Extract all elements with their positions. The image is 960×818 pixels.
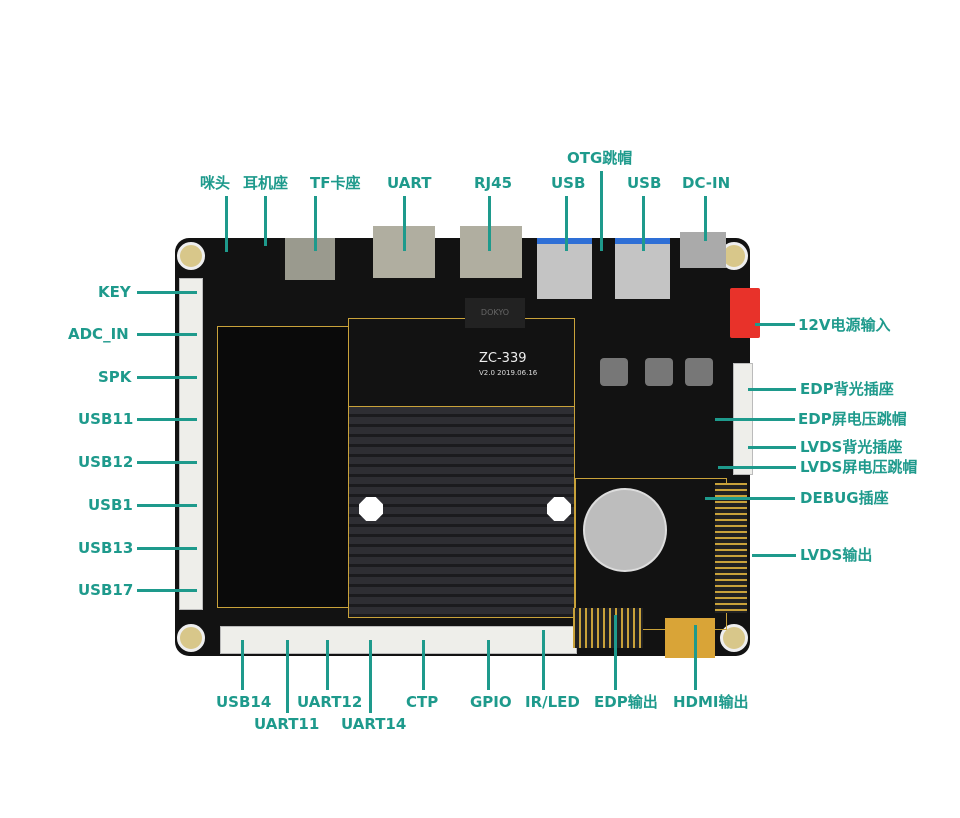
bottom-connector-strip: [220, 626, 577, 654]
label-usb1: USB1: [88, 496, 133, 514]
screw-hole: [547, 497, 571, 521]
leader-line: [286, 640, 289, 713]
lvds-header: [715, 483, 747, 613]
board-model: ZC-339: [479, 351, 527, 366]
leader-line: [715, 418, 795, 421]
leader-line: [565, 196, 568, 251]
leader-line: [718, 466, 796, 469]
label-spk: SPK: [98, 368, 132, 386]
label-lvds-backlight: LVDS背光插座: [800, 438, 903, 456]
label-usb14: USB14: [216, 693, 272, 711]
screw-hole: [359, 497, 383, 521]
label-usb13: USB13: [78, 539, 134, 557]
leader-line: [314, 196, 317, 251]
label-usb17: USB17: [78, 581, 134, 599]
mount-hole: [720, 624, 748, 652]
label-12v-power-input: 12V电源输入: [798, 316, 891, 334]
leader-line: [704, 196, 707, 241]
inductor: [645, 358, 673, 386]
label-usb12: USB12: [78, 453, 134, 471]
label-dc-in: DC-IN: [682, 174, 731, 192]
leader-line: [137, 333, 197, 336]
label-uart: UART: [387, 174, 432, 192]
leader-line: [600, 171, 603, 251]
mini-pcie-module: [217, 326, 349, 608]
leader-line: [137, 547, 197, 550]
label-ctp: CTP: [406, 693, 439, 711]
label-mic: 咪头: [200, 174, 231, 192]
usb-port: [537, 238, 592, 299]
label-edp-backlight: EDP背光插座: [800, 380, 894, 398]
label-key: KEY: [98, 283, 131, 301]
mount-hole: [177, 624, 205, 652]
leader-line: [488, 196, 491, 251]
leader-line: [752, 554, 796, 557]
leader-line: [137, 504, 197, 507]
label-uart14: UART14: [341, 715, 407, 733]
leader-line: [755, 323, 795, 326]
leader-line: [264, 196, 267, 246]
label-edp-output: EDP输出: [594, 693, 658, 711]
soc-area: ZC-339 V2.0 2019.06.16: [348, 318, 575, 410]
tf-card-slot: [285, 238, 335, 280]
label-usb11: USB11: [78, 410, 134, 428]
leader-line: [137, 589, 197, 592]
edp-header: [573, 608, 643, 648]
label-uart11: UART11: [254, 715, 320, 733]
label-usb: USB: [627, 174, 662, 192]
label-gpio: GPIO: [470, 693, 512, 711]
label-hdmi-output: HDMI输出: [673, 693, 749, 711]
power-connector: [730, 288, 760, 338]
label-headphone-jack: 耳机座: [243, 174, 289, 192]
leader-line: [614, 615, 617, 690]
leader-line: [403, 196, 406, 251]
leader-line: [326, 640, 329, 690]
leader-line: [694, 625, 697, 690]
label-adc-in: ADC_IN: [68, 325, 129, 343]
inductor: [685, 358, 713, 386]
leader-line: [422, 640, 425, 690]
leader-line: [225, 196, 228, 252]
leader-line: [487, 640, 490, 690]
label-usb: USB: [551, 174, 586, 192]
dc-in-jack: [680, 232, 726, 268]
mount-hole: [177, 242, 205, 270]
heatsink: [348, 406, 575, 618]
leader-line: [137, 291, 197, 294]
label-debug-header: DEBUG插座: [800, 489, 889, 507]
coin-battery: [583, 488, 667, 572]
leader-line: [748, 388, 796, 391]
label-otg-jumper: OTG跳帽: [567, 149, 633, 167]
leader-line: [705, 497, 795, 500]
left-connector-strip: [179, 278, 203, 610]
label-lvds-output: LVDS输出: [800, 546, 873, 564]
label-tf-slot: TF卡座: [310, 174, 361, 192]
inductor: [600, 358, 628, 386]
leader-line: [748, 446, 796, 449]
leader-line: [542, 630, 545, 690]
leader-line: [369, 640, 372, 713]
label-edp-voltage-jumper: EDP屏电压跳帽: [798, 410, 907, 428]
leader-line: [137, 461, 197, 464]
hdmi-port: [665, 618, 715, 658]
leader-line: [137, 376, 197, 379]
chip: DOKYO: [465, 298, 525, 328]
label-ir-led: IR/LED: [525, 693, 580, 711]
pcb-board: ZC-339 V2.0 2019.06.16 DOKYO: [175, 226, 760, 658]
label-rj45: RJ45: [474, 174, 513, 192]
leader-line: [642, 196, 645, 251]
leader-line: [137, 418, 197, 421]
board-version: V2.0 2019.06.16: [479, 369, 538, 377]
label-lvds-voltage-jumper: LVDS屏电压跳帽: [800, 458, 918, 476]
label-uart12: UART12: [297, 693, 363, 711]
rj45-port: [460, 226, 522, 278]
leader-line: [241, 640, 244, 690]
